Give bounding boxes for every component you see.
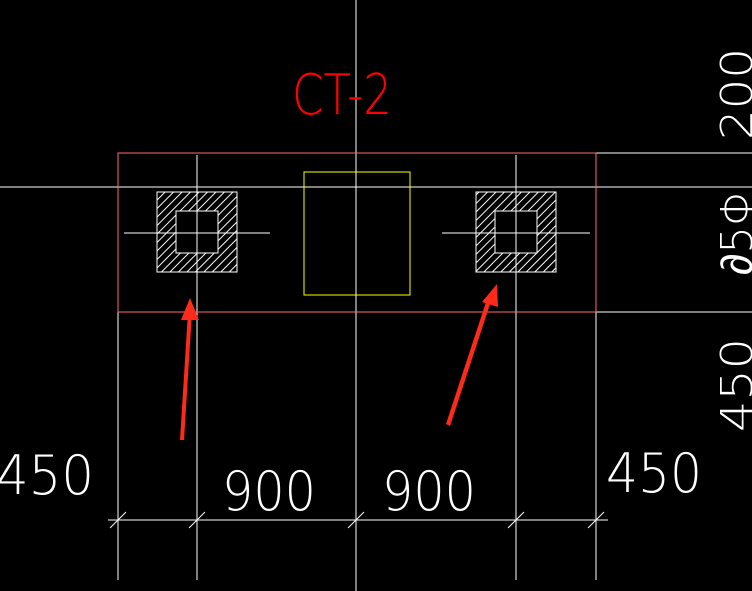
pile-right [442,160,590,305]
column-outline [303,171,411,296]
dim-tick-1 [109,511,127,529]
dim-tick-5 [587,511,605,529]
arrow-right-head [482,284,498,307]
right-edge-label-top: 200 [712,48,752,140]
pile-cap-outline [117,152,597,313]
annotation-arrow-right [446,284,498,426]
dim-tick-2 [188,511,206,529]
dimension-mid-left: 900 [222,460,316,523]
dim-tick-4 [507,511,525,529]
dimension-left: 450 [0,444,94,507]
annotation-arrow-left [180,298,199,440]
dimension-mid-right: 900 [382,460,476,523]
arrow-left-shaft [180,312,192,440]
dimension-line [108,511,608,529]
dimension-right: 450 [606,442,702,505]
dim-tick-3 [347,511,365,529]
pile-left [124,160,270,305]
arrow-left-head [181,298,199,320]
right-edge-label-middle: ∂5Φ [712,189,752,275]
arrow-right-shaft [446,296,492,426]
drawing-title: CT-2 [292,63,392,128]
right-edge-label-bottom: 450 [712,338,752,432]
